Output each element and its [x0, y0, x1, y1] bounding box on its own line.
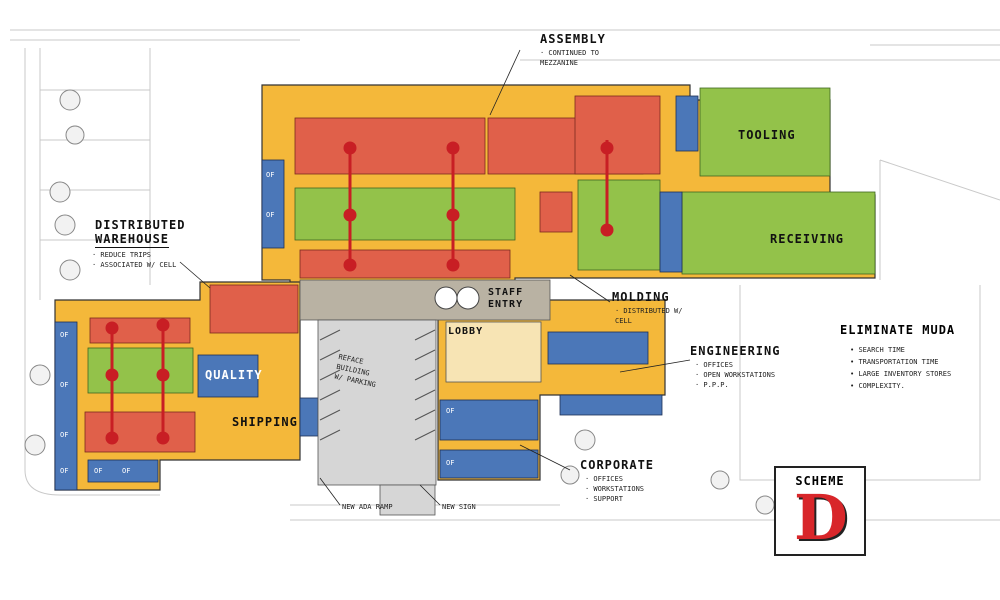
- site-context: [10, 29, 1000, 521]
- staff-entry-deck: [299, 279, 551, 321]
- corporate-note-3: · SUPPORT: [585, 495, 623, 503]
- molding-notes: · DISTRIBUTED W/ CELL: [615, 306, 682, 326]
- cell-spines: [105, 140, 614, 445]
- assembly-zones: [84, 95, 661, 453]
- assembly-notes: · CONTINUED TO MEZZANINE: [540, 48, 599, 68]
- warehouse-note-2: · ASSOCIATED W/ CELL: [92, 261, 177, 269]
- scheme-word: SCHEME: [795, 474, 845, 488]
- engineering-note-2: · OPEN WORKSTATIONS: [695, 371, 776, 379]
- engineering-note-1: · OFFICES: [695, 361, 733, 369]
- staff-entry-line1: STAFF: [488, 287, 524, 298]
- office-tag: OF: [60, 331, 69, 339]
- office-tag: OF: [446, 459, 455, 467]
- planter: [456, 286, 480, 310]
- office-tag: OF: [60, 431, 69, 439]
- office-tag: OF: [446, 407, 455, 415]
- parking-stripes: [319, 329, 436, 441]
- muda-item: COMPLEXITY.: [850, 380, 951, 392]
- corporate-note-2: · WORKSTATIONS: [585, 485, 645, 493]
- new-sign-label: NEW SIGN: [442, 503, 476, 511]
- office-tag: OF: [60, 467, 69, 475]
- office-tag: OF: [122, 467, 131, 475]
- office-tag: OF: [94, 467, 103, 475]
- cell-zones: [87, 87, 876, 394]
- quality-label: QUALITY: [205, 368, 263, 382]
- assembly-note-2: MEZZANINE: [540, 59, 578, 67]
- engineering-notes: · OFFICES · OPEN WORKSTATIONS · P.P.P.: [695, 360, 775, 390]
- lobby-area: [445, 321, 542, 383]
- trees: [24, 89, 775, 515]
- molding-title: MOLDING: [612, 290, 670, 304]
- new-ada-ramp-label: NEW ADA RAMP: [342, 503, 393, 511]
- office-tag: OF: [266, 211, 275, 219]
- warehouse-note-1: · REDUCE TRIPS: [92, 251, 152, 259]
- receiving-label: RECEIVING: [770, 232, 845, 246]
- distributed-warehouse-notes: · REDUCE TRIPS · ASSOCIATED W/ CELL: [92, 250, 176, 270]
- office-tag: OF: [266, 171, 275, 179]
- engineering-title: ENGINEERING: [690, 344, 781, 358]
- eliminate-muda-list: SEARCH TIME TRANSPORTATION TIME LARGE IN…: [850, 344, 951, 392]
- staff-entry-label: STAFF ENTRY: [488, 287, 523, 311]
- lobby-label: LOBBY: [448, 326, 484, 337]
- molding-note-1: · DISTRIBUTED W/: [615, 307, 683, 315]
- molding-note-2: CELL: [615, 317, 632, 325]
- muda-item: SEARCH TIME: [850, 344, 951, 356]
- office-blocks: [54, 95, 699, 491]
- corporate-notes: · OFFICES · WORKSTATIONS · SUPPORT: [585, 474, 644, 504]
- assembly-title: ASSEMBLY: [540, 32, 606, 46]
- parking-area: [317, 319, 437, 486]
- muda-item: TRANSPORTATION TIME: [850, 356, 951, 368]
- staff-entry-line2: ENTRY: [488, 299, 524, 310]
- tooling-label: TOOLING: [738, 128, 796, 142]
- entry-walk: [379, 484, 436, 516]
- shipping-label: SHIPPING: [232, 415, 298, 429]
- muda-item: LARGE INVENTORY STORES: [850, 368, 951, 380]
- distributed-warehouse-title-1: DISTRIBUTED: [95, 218, 186, 232]
- scheme-badge: SCHEME D: [774, 466, 866, 556]
- scheme-letter: D: [794, 481, 848, 554]
- leader-lines: [179, 49, 691, 506]
- office-tag: OF: [60, 381, 69, 389]
- distributed-warehouse-title-2: WAREHOUSE: [95, 232, 170, 248]
- eliminate-muda-title: ELIMINATE MUDA: [840, 323, 956, 337]
- corporate-title: CORPORATE: [580, 458, 655, 472]
- corporate-note-1: · OFFICES: [585, 475, 623, 483]
- engineering-note-3: · P.P.P.: [695, 381, 729, 389]
- planter: [434, 286, 458, 310]
- assembly-note-1: · CONTINUED TO: [540, 49, 600, 57]
